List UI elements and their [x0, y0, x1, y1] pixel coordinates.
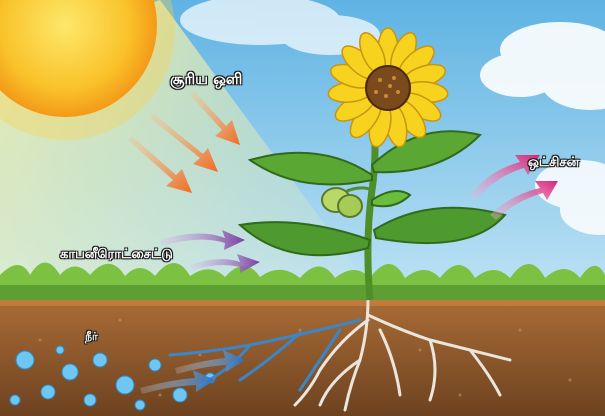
carbon-dioxide-label: காபனீரொட்சைட்டு — [60, 247, 173, 263]
sunlight-label: சூரிய ஒளி — [170, 70, 242, 90]
oxygen-label: ஒட்சிசன் — [528, 155, 579, 171]
flower-center — [366, 66, 410, 110]
soil-edge — [0, 300, 605, 306]
water-label: நீர் — [85, 330, 98, 345]
